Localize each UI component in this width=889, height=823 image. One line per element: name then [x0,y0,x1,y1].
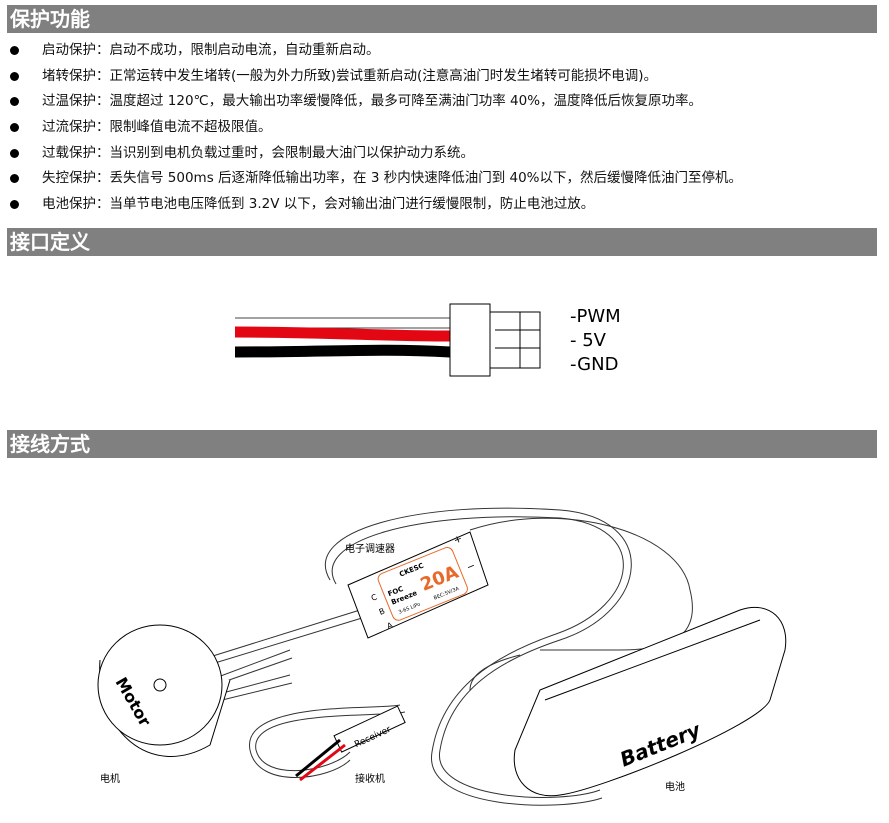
svg-text:B: B [378,606,386,616]
svg-text:A: A [386,620,395,631]
list-item: 过温保护：温度超过 120℃，最大输出功率缓慢降低，最多可降至满油门功率 40%… [0,89,742,115]
battery-label: 电池 [665,780,685,793]
wiring-diagram: CKESC FOC Breeze 20A 3-6S LiPo BEC:5V/3A… [97,507,787,806]
list-item: 过流保护：限制峰值电流不超极限值。 [0,115,742,141]
protection-list: 启动保护：启动不成功，限制启动电流，自动重新启动。 堵转保护：正常运转中发生堵转… [0,38,742,218]
item-text: 过流保护：限制峰值电流不超极限值。 [42,119,272,136]
receiver: Receiver [295,705,406,782]
svg-text:+: + [452,533,464,546]
bullet-icon [10,148,19,158]
section-header-wiring: 接线方式 [7,430,877,458]
section-header-protection: 保护功能 [7,5,877,33]
list-item: 启动保护：启动不成功，限制启动电流，自动重新启动。 [0,38,742,64]
list-item: 失控保护：丢失信号 500ms 后逐渐降低输出功率，在 3 秒内快速降低油门到 … [0,166,742,192]
battery: Battery [513,606,787,797]
esc-label: 电子调速器 [345,542,395,555]
wire-power [234,326,451,342]
pin-5v-label: - 5V [570,330,607,351]
pin-gnd-label: -GND [570,354,618,375]
section-header-interface: 接口定义 [7,228,877,256]
motor: Motor [97,624,231,757]
bullet-icon [10,46,19,55]
connector-housing [449,303,541,377]
wire-ground [234,344,451,358]
item-text: 过温保护：温度超过 120℃，最大输出功率缓慢降低，最多可降至满油门功率 40%… [42,93,703,110]
list-item: 堵转保护：正常运转中发生堵转(一般为外力所致)尝试重新启动(注意高油门时发生堵转… [0,64,742,90]
bullet-icon [10,123,19,133]
item-text: 堵转保护：正常运转中发生堵转(一般为外力所致)尝试重新启动(注意高油门时发生堵转… [42,67,658,84]
bullet-icon [10,174,19,184]
connector-diagram: -PWM - 5V -GND [234,303,621,377]
list-item: 电池保护：当单节电池电压降低到 3.2V 以下，会对输出油门进行缓慢限制，防止电… [0,192,742,218]
svg-text:−: − [465,560,477,573]
bullet-icon [10,97,19,107]
item-text: 启动保护：启动不成功，限制启动电流，自动重新启动。 [42,42,380,58]
svg-text:C: C [370,592,379,603]
item-text: 失控保护：丢失信号 500ms 后逐渐降低输出功率，在 3 秒内快速降低油门到 … [42,170,743,187]
receiver-label: 接收机 [355,772,385,785]
item-text: 电池保护：当单节电池电压降低到 3.2V 以下，会对输出油门进行缓慢限制，防止电… [42,196,595,213]
pin-pwm-label: -PWM [570,306,621,327]
motor-label: 电机 [100,772,120,785]
list-item: 过载保护：当识别到电机负载过重时，会限制最大油门以保护动力系统。 [0,141,742,167]
item-text: 过载保护：当识别到电机负载过重时，会限制最大油门以保护动力系统。 [42,144,474,161]
esc-body: CKESC FOC Breeze 20A 3-6S LiPo BEC:5V/3A… [347,531,489,639]
bullet-icon [10,71,19,81]
bullet-icon [10,200,19,210]
